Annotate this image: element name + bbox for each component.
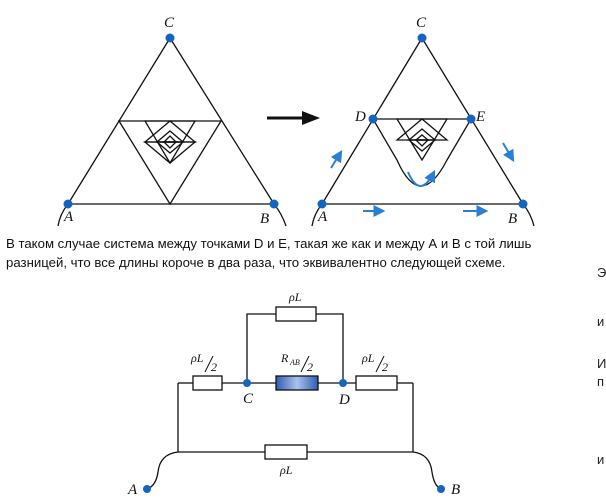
resistor-bottom — [264, 444, 308, 460]
label-node-c: C — [243, 391, 254, 407]
right-triangle-diagram — [311, 36, 535, 227]
label-a-right: A — [317, 209, 328, 225]
label-b-right: B — [508, 211, 517, 227]
label-left-resistor: ρL 2 — [190, 351, 217, 374]
svg-text:ρL: ρL — [361, 351, 375, 365]
node-d-right — [368, 114, 378, 124]
circuit-wires — [146, 313, 442, 490]
svg-text:2: 2 — [382, 360, 388, 374]
current-arrow-right-side — [502, 142, 515, 163]
node-e-right — [466, 114, 476, 124]
label-terminal-b: B — [451, 482, 460, 498]
label-d-right: D — [354, 109, 366, 125]
current-arrow-left-side — [330, 149, 343, 169]
label-right-resistor: ρL 2 — [361, 351, 388, 374]
current-arrow-inner — [407, 169, 436, 187]
label-a-left: A — [63, 209, 74, 225]
left-triangle-diagram — [57, 36, 287, 227]
circuit-terminal-b — [437, 485, 445, 493]
edge-fragment-4: п — [597, 374, 605, 389]
edge-fragment-2: и — [597, 314, 605, 329]
edge-fragment-5: и — [597, 452, 605, 467]
explanation-paragraph: В таком случае система между точками D и… — [6, 234, 606, 272]
svg-text:AB: AB — [289, 358, 300, 367]
node-c-left — [165, 33, 175, 43]
node-b-right — [518, 199, 528, 209]
label-top-resistor: ρL — [288, 290, 302, 304]
resistor-center — [275, 375, 319, 391]
resistor-right — [355, 375, 398, 391]
label-c-left: C — [164, 15, 175, 31]
node-b-left — [269, 199, 279, 209]
node-a-left — [63, 199, 73, 209]
circuit-node-d — [339, 379, 347, 387]
edge-fragment-1: Э — [597, 265, 606, 280]
transition-arrow — [267, 111, 320, 125]
label-b-left: B — [260, 211, 269, 227]
label-e-right: E — [475, 109, 485, 125]
circuit-terminal-a — [143, 485, 151, 493]
paragraph-line-1: В таком случае система между точками D и… — [6, 236, 532, 251]
edge-fragment-3: И — [597, 356, 606, 371]
node-c-right — [417, 33, 427, 43]
svg-text:R: R — [280, 351, 289, 365]
label-bottom-resistor: ρL — [279, 463, 293, 477]
resistor-top — [275, 306, 317, 322]
circuit-node-c — [243, 379, 251, 387]
svg-text:ρL: ρL — [190, 351, 204, 365]
svg-text:2: 2 — [307, 360, 313, 374]
node-a-right — [317, 199, 327, 209]
label-c-right: C — [416, 15, 427, 31]
label-terminal-a: A — [127, 482, 138, 498]
label-node-d: D — [338, 392, 350, 408]
label-center-resistor: R AB 2 — [280, 351, 313, 374]
svg-text:2: 2 — [211, 360, 217, 374]
resistor-left — [192, 375, 223, 391]
paragraph-line-2: разницей, что все длины короче в два раз… — [6, 255, 506, 270]
